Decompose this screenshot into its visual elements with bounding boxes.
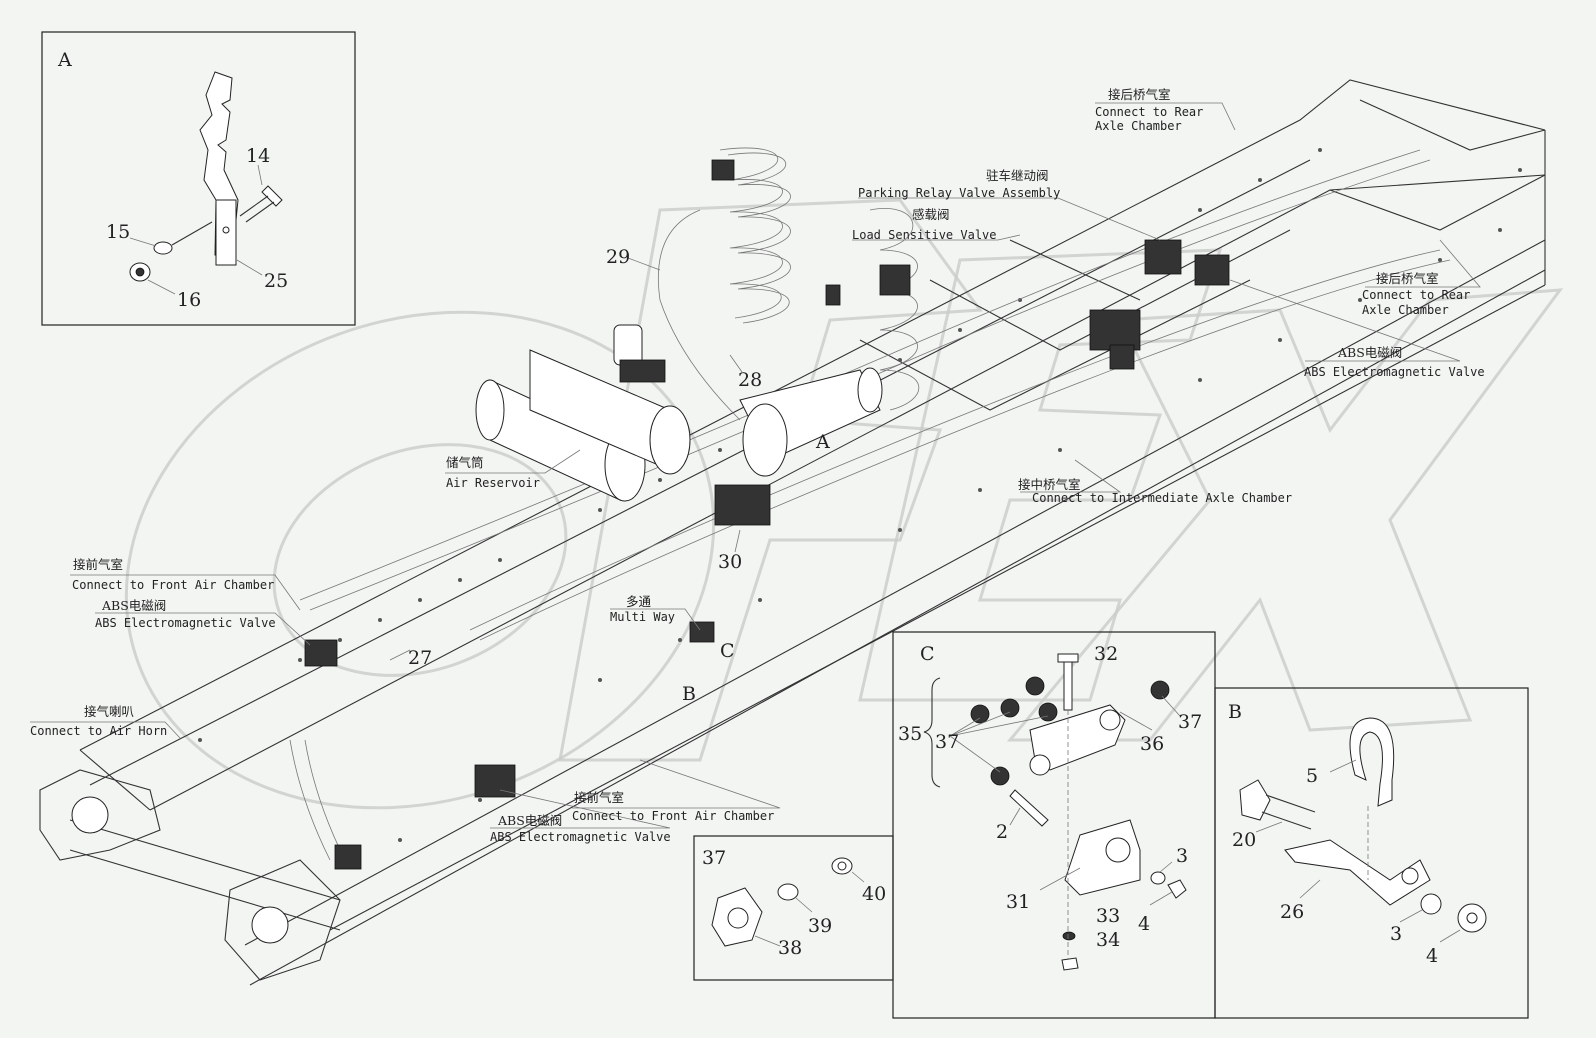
part-number-29: 29 — [606, 246, 630, 268]
label-parking-relay-valve: 驻车继动阀 Parking Relay Valve Assembly — [858, 168, 1060, 200]
svg-text:ABS Electromagnetic Valve: ABS Electromagnetic Valve — [490, 830, 671, 844]
part-number-37-left: 37 — [935, 731, 959, 753]
svg-text:Air Reservoir: Air Reservoir — [446, 476, 540, 490]
svg-text:接后桥气室: 接后桥气室 — [1376, 271, 1439, 286]
box-c-letter: C — [920, 643, 935, 665]
svg-text:驻车继动阀: 驻车继动阀 — [986, 168, 1049, 183]
svg-text:接前气室: 接前气室 — [574, 790, 624, 805]
svg-text:接中桥气室: 接中桥气室 — [1018, 477, 1081, 492]
part-number-34: 34 — [1096, 929, 1120, 951]
label-multi-way: 多通 Multi Way — [610, 594, 675, 624]
label-load-sensitive-valve: 感载阀 Load Sensitive Valve — [852, 207, 997, 242]
valves — [304, 159, 1230, 870]
svg-text:接前气室: 接前气室 — [73, 557, 123, 572]
label-abs-valve-bottom: ABS电磁阀 ABS Electromagnetic Valve — [490, 813, 671, 844]
part-number-30: 30 — [718, 551, 742, 573]
svg-text:ABS Electromagnetic Valve: ABS Electromagnetic Valve — [1304, 365, 1485, 379]
svg-text:ABS电磁阀: ABS电磁阀 — [1337, 345, 1402, 360]
part-number-26: 26 — [1280, 901, 1304, 923]
part-number-3-b: 3 — [1390, 923, 1402, 945]
part-number-37-detail: 37 — [702, 847, 726, 869]
svg-text:Connect to Front Air Chamber: Connect to Front Air Chamber — [572, 809, 774, 823]
label-abs-valve-right: ABS电磁阀 ABS Electromagnetic Valve — [1304, 345, 1485, 379]
svg-text:Load Sensitive Valve: Load Sensitive Valve — [852, 228, 997, 242]
svg-text:多通: 多通 — [626, 594, 652, 609]
svg-text:Multi Way: Multi Way — [610, 610, 675, 624]
svg-text:接后桥气室: 接后桥气室 — [1108, 87, 1171, 102]
box-b-letter: B — [1228, 701, 1242, 723]
svg-text:Axle Chamber: Axle Chamber — [1362, 303, 1449, 317]
watermark-logo — [124, 198, 1564, 810]
svg-text:Axle Chamber: Axle Chamber — [1095, 119, 1182, 133]
coiled-air-hose — [657, 147, 920, 421]
part-number-39: 39 — [808, 915, 832, 937]
part-number-4-c: 4 — [1138, 913, 1150, 935]
svg-text:Connect to Air Horn: Connect to Air Horn — [30, 724, 167, 738]
box-a-letter: A — [57, 49, 72, 71]
svg-text:ABS电磁阀: ABS电磁阀 — [101, 598, 166, 613]
part-number-2: 2 — [996, 821, 1008, 843]
detail-box-c — [892, 631, 1216, 1019]
part-number-32: 32 — [1094, 643, 1118, 665]
svg-text:储气筒: 储气筒 — [446, 455, 484, 470]
svg-text:Connect to Front Air Chamber: Connect to Front Air Chamber — [72, 578, 274, 592]
svg-text:感载阀: 感载阀 — [912, 207, 950, 222]
part-number-33: 33 — [1096, 905, 1120, 927]
part-number-38: 38 — [778, 937, 802, 959]
label-rear-axle-right: 接后桥气室 Connect to Rear Axle Chamber — [1362, 271, 1470, 317]
part-number-20: 20 — [1232, 829, 1256, 851]
label-intermediate-axle: 接中桥气室 Connect to Intermediate Axle Chamb… — [1018, 477, 1292, 505]
svg-text:Connect to Rear: Connect to Rear — [1362, 288, 1470, 302]
part-number-40: 40 — [862, 883, 886, 905]
label-front-air-chamber-left: 接前气室 Connect to Front Air Chamber — [72, 557, 274, 592]
callout-c-letter: C — [720, 640, 735, 662]
label-rear-axle-top: 接后桥气室 Connect to Rear Axle Chamber — [1095, 87, 1203, 133]
part-number-15: 15 — [106, 221, 130, 243]
part-number-4-b: 4 — [1426, 945, 1438, 967]
svg-text:ABS Electromagnetic Valve: ABS Electromagnetic Valve — [95, 616, 276, 630]
part-number-16: 16 — [177, 289, 201, 311]
svg-text:Connect to Intermediate Axle C: Connect to Intermediate Axle Chamber — [1032, 491, 1292, 505]
part-number-35: 35 — [898, 723, 922, 745]
svg-text:ABS电磁阀: ABS电磁阀 — [497, 813, 562, 828]
detail-box-37 — [693, 835, 894, 981]
part-number-5: 5 — [1306, 765, 1318, 787]
part-number-28: 28 — [738, 369, 762, 391]
svg-text:Connect to Rear: Connect to Rear — [1095, 105, 1203, 119]
frame-holes — [198, 148, 1522, 842]
leader-lines — [30, 102, 1481, 829]
svg-text:Parking Relay Valve Assembly: Parking Relay Valve Assembly — [858, 186, 1060, 200]
detail-box-a — [41, 31, 356, 326]
svg-text:接气喇叭: 接气喇叭 — [84, 704, 135, 719]
part-number-14: 14 — [246, 145, 270, 167]
part-number-25: 25 — [264, 270, 288, 292]
label-air-horn: 接气喇叭 Connect to Air Horn — [30, 704, 167, 738]
air-dryer — [613, 324, 666, 383]
detail-box-b — [1214, 687, 1529, 1019]
part-number-31: 31 — [1006, 891, 1030, 913]
callout-a-letter: A — [815, 431, 830, 453]
front-suspension — [39, 769, 341, 981]
part-number-3-c: 3 — [1176, 845, 1188, 867]
label-air-reservoir: 储气筒 Air Reservoir — [446, 455, 540, 490]
air-reservoir-tanks — [475, 349, 883, 502]
label-front-air-chamber-bottom: 接前气室 Connect to Front Air Chamber — [572, 790, 774, 823]
part-number-37-right: 37 — [1178, 711, 1202, 733]
part-number-27: 27 — [408, 647, 432, 669]
part-number-36: 36 — [1140, 733, 1164, 755]
callout-b-letter: B — [682, 683, 696, 705]
label-abs-valve-left: ABS电磁阀 ABS Electromagnetic Valve — [95, 598, 276, 630]
